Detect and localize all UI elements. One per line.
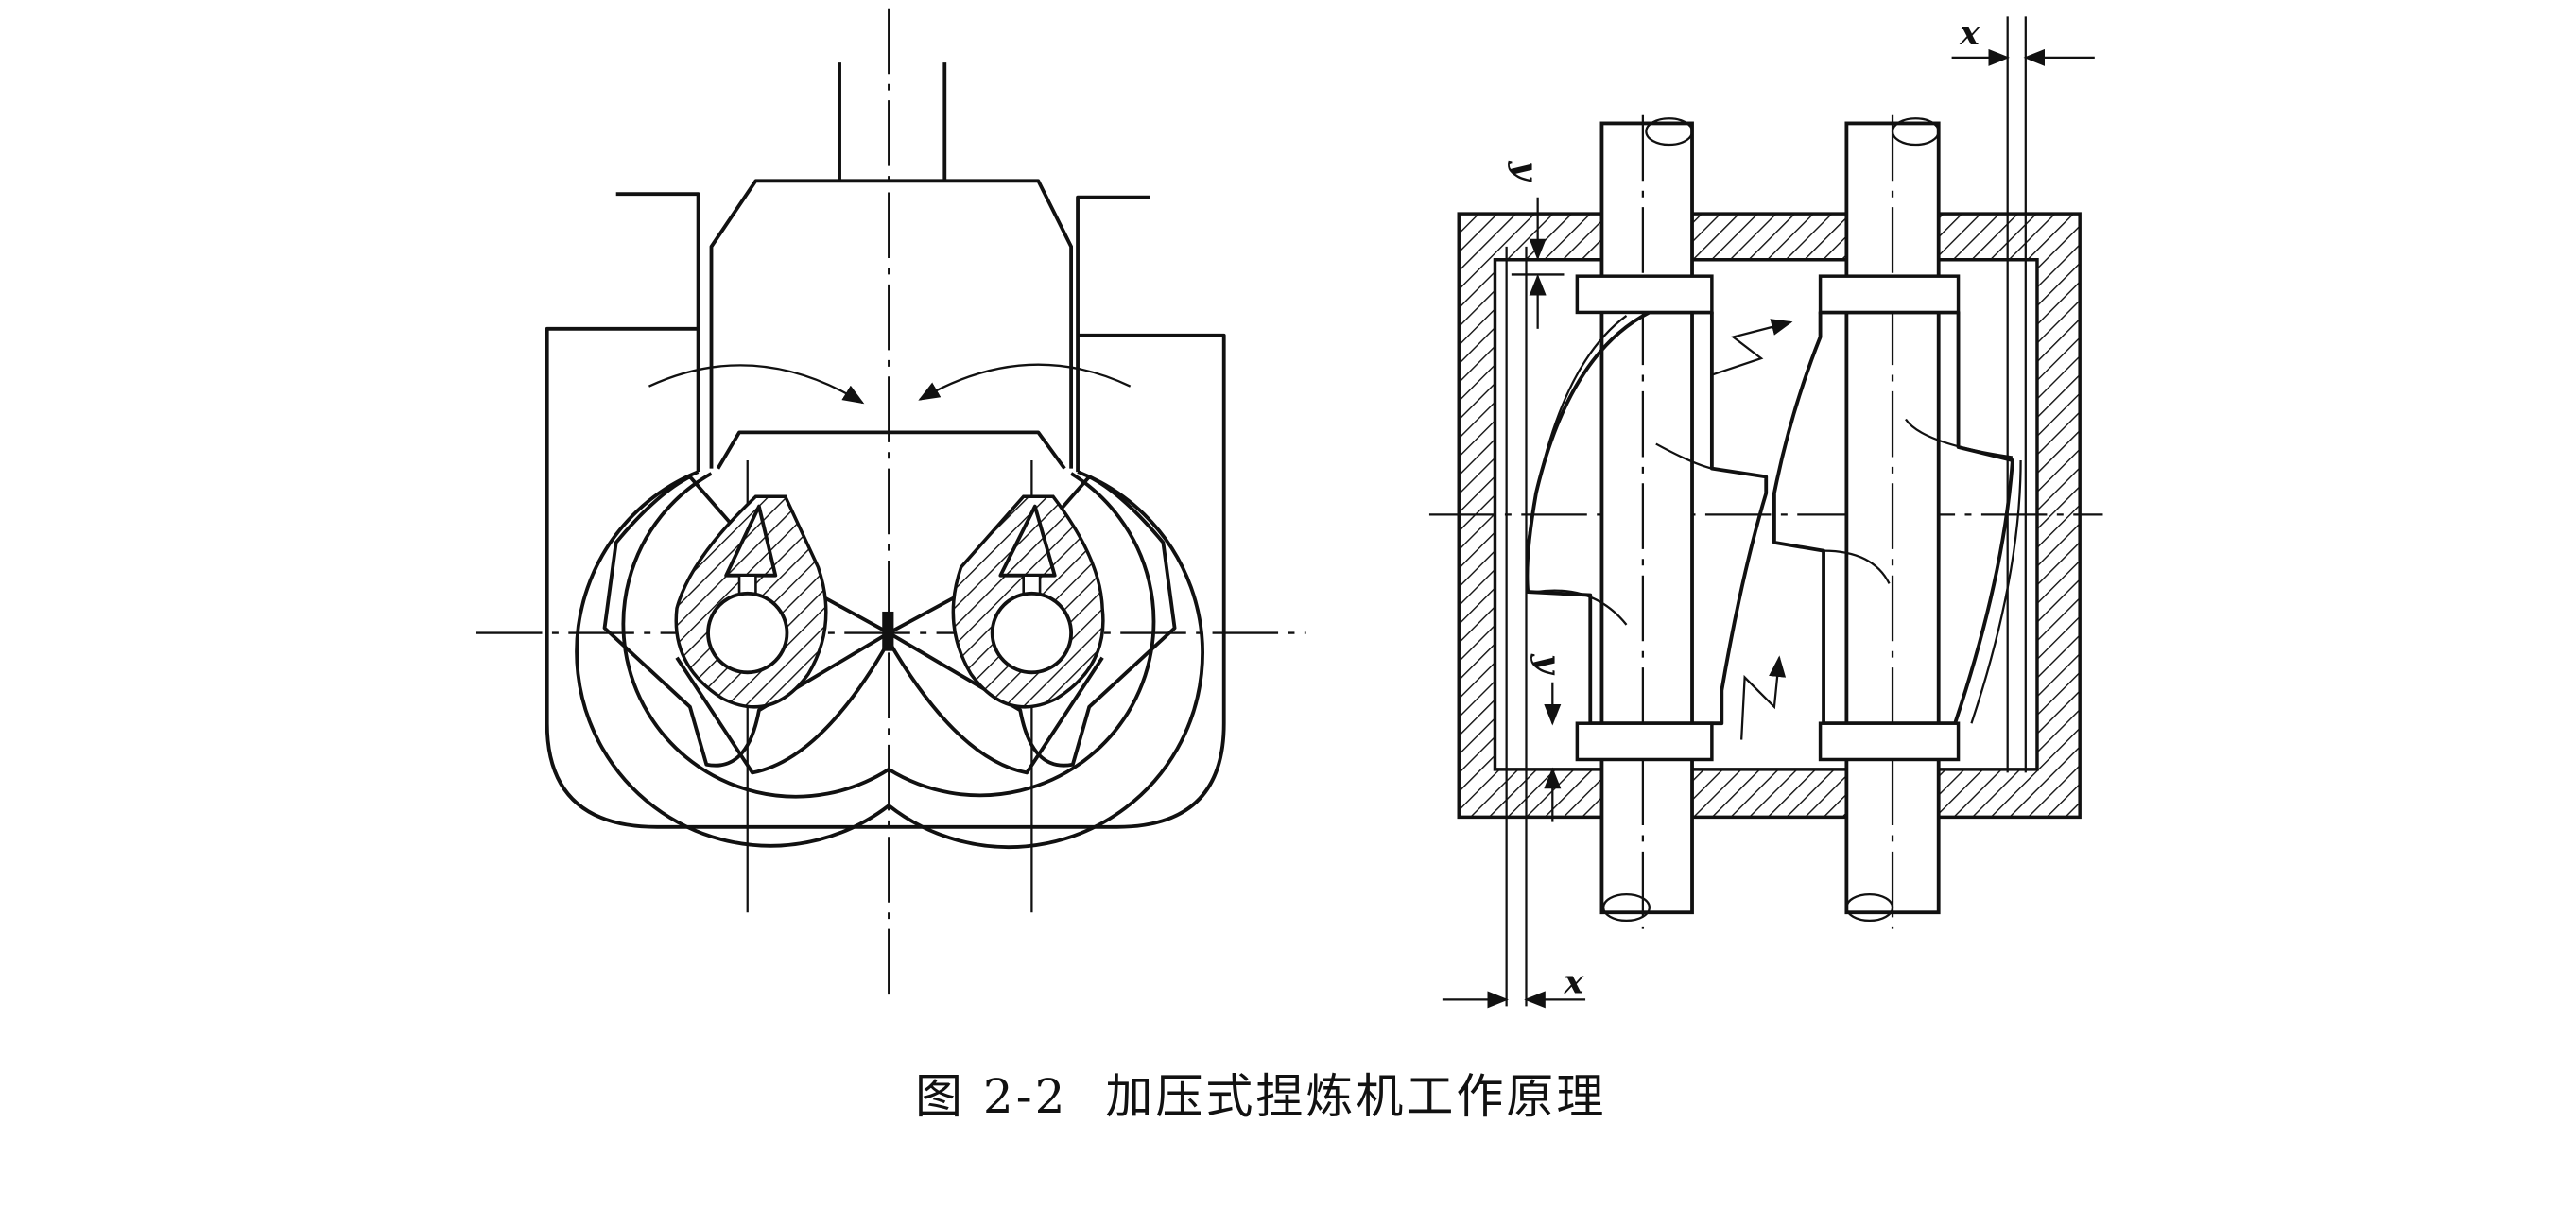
flange xyxy=(1818,274,1961,315)
rotor-shaft-hole xyxy=(706,591,789,675)
ram-bottom xyxy=(716,430,1066,470)
flange xyxy=(1575,721,1714,762)
left-shaft xyxy=(1599,117,1694,923)
label-x-bottom: x xyxy=(1563,962,1584,1001)
mixing-chamber-outer xyxy=(575,470,1204,849)
flow-arrow-left xyxy=(648,364,865,405)
label-y-bottom: y xyxy=(1530,653,1568,676)
rotor-shaft-hole xyxy=(990,591,1074,675)
left-rotor xyxy=(602,475,891,775)
hopper-wall-right xyxy=(1076,195,1150,473)
figure-title: 加压式捏炼机工作原理 xyxy=(1105,1069,1607,1124)
right-rotor xyxy=(887,475,1177,775)
nip-point xyxy=(882,611,894,651)
mixing-chamber xyxy=(621,472,1156,799)
flange xyxy=(1575,274,1714,315)
label-x-top: x xyxy=(1959,14,1980,53)
pressure-ram xyxy=(709,179,1074,469)
flow-arrow-right xyxy=(918,363,1132,401)
top-view: x x y y xyxy=(1428,14,2103,1009)
zigzag-arrow-top xyxy=(1711,319,1793,376)
figure-number: 图 2-2 xyxy=(915,1069,1068,1124)
hopper-wall-left xyxy=(615,192,700,473)
chamber-jacket xyxy=(545,326,1226,829)
figure-caption: 图 2-2 加压式捏炼机工作原理 xyxy=(915,1059,1644,1127)
flange xyxy=(1818,721,1961,762)
label-y-top: y xyxy=(1506,160,1545,182)
cross-section-view xyxy=(475,8,1306,995)
zigzag-arrow-bottom xyxy=(1740,655,1787,740)
